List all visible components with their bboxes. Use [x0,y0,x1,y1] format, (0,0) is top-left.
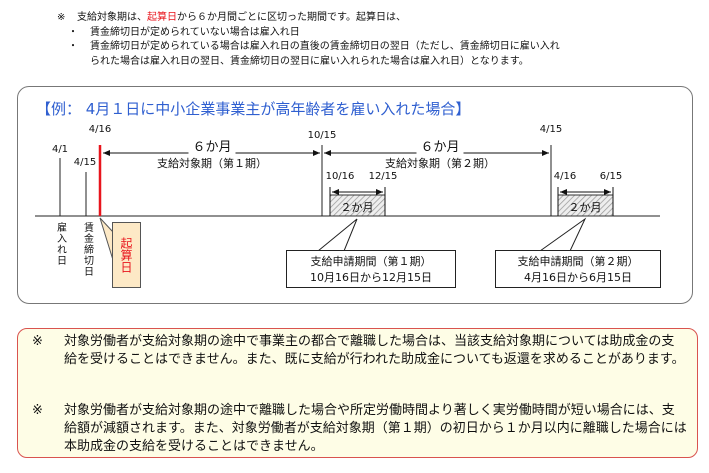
note-item-1: 賃金締切日が定められていない場合は雇入れ日 [90,27,300,38]
callout2-pointer [538,217,587,252]
bullet: ・ [68,41,78,52]
warning-text: 対象労働者が支給対象期の途中で事業主の都合で離職した場合は、当該支給対象期につい… [64,334,685,367]
callout-period2: 支給申請期間（第２期） 4月16日から6月15日 [495,250,661,288]
date-label-10-16: 10/16 [325,171,355,182]
callout1-title: 支給申請期間（第１期） [310,255,432,268]
callout2-range: 4月16日から6月15日 [524,271,632,284]
start-date-box: 起算日 [112,222,141,288]
period1-length: ６か月 [188,136,236,155]
warning-mark: ※ [32,334,43,349]
period1-label: 支給対象期（第１期） [157,157,267,170]
note-item-2: 賃金締切日が定められている場合は雇入れ日の直後の賃金締切日の翌日（ただし、賃金締… [90,41,560,52]
warning-box: ※ 対象労働者が支給対象期の途中で事業主の都合で離職した場合は、当該支給対象期に… [17,328,698,458]
two-months-label-2: ２か月 [568,201,602,214]
date-label-4-16: 4/16 [88,124,112,135]
date-label-4-16b: 4/16 [553,171,577,182]
warning-mark: ※ [32,403,43,418]
callout2-title: 支給申請期間（第２期） [517,255,639,268]
note-text: 支給対象期は、 [77,12,147,23]
example-diagram-frame [17,86,693,304]
callout1-range: 10月16日から12月15日 [310,271,432,284]
date-label-6-15: 6/15 [599,171,623,182]
hire-date-label: 雇入れ日 [54,222,66,266]
diagram-title: 【例： 4月１日に中小企業事業主が高年齢者を雇い入れた場合】 [36,100,471,118]
start-date-highlight: 起算日 [147,12,177,23]
date-label-4-15b: 4/15 [539,124,563,135]
date-label-4-1: 4/1 [51,144,69,155]
warning-item-1: ※ 対象労働者が支給対象期の途中で事業主の都合で離職した場合は、当該支給対象期に… [32,333,687,369]
note-mark: ※ [57,12,66,23]
period2-length: ６か月 [416,136,464,155]
warning-item-2: ※ 対象労働者が支給対象期の途中で離職した場合や所定労働時間より著しく実労働時間… [32,402,687,456]
two-months-label-1: ２か月 [340,201,374,214]
bullet: ・ [68,27,78,38]
callout-period1: 支給申請期間（第１期） 10月16日から12月15日 [286,250,456,288]
period2-label: 支給対象期（第２期） [385,157,495,170]
warning-text: 対象労働者が支給対象期の途中で離職した場合や所定労働時間より著しく実労働時間が短… [64,403,687,454]
note-text: から６か月間ごとに区切った期間です。起算日は、 [177,12,406,23]
wage-cutoff-label: 賃金締切日 [81,222,93,277]
callout1-pointer [316,218,358,252]
note-line-1: 支給対象期は、起算日から６か月間ごとに区切った期間です。起算日は、 [77,11,406,25]
date-label-10-15: 10/15 [307,130,337,141]
note-item-2-cont: られた場合は雇入れ日の翌日、賃金締切日の翌日に雇い入れられた場合は雇入れ日）とな… [90,56,529,67]
date-label-4-15: 4/15 [73,157,97,168]
date-label-12-15: 12/15 [368,171,398,182]
